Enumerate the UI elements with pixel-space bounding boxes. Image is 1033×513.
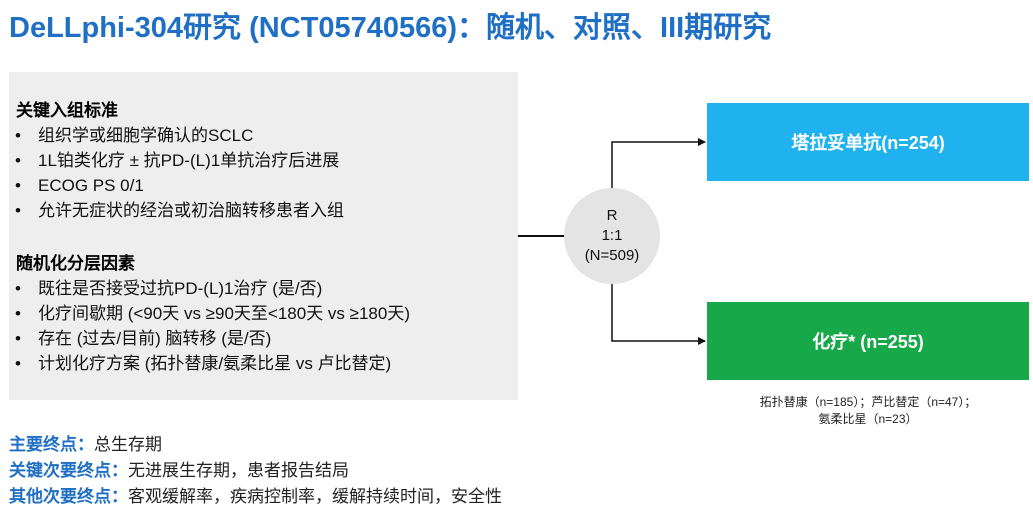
chemo-note: 拓扑替康（n=185）；芦比替定（n=47）； 氨柔比星（n=23）	[707, 394, 1029, 428]
endpoint-label: 主要终点：	[9, 435, 94, 454]
stratification-title: 随机化分层因素	[16, 254, 135, 273]
list-item: •既往是否接受过抗PD-(L)1治疗 (是/否)	[9, 276, 410, 301]
arm-chemotherapy: 化疗* (n=255)	[707, 302, 1029, 380]
arrow-to-arm2	[611, 282, 706, 345]
inclusion-list: •组织学或细胞学确认的SCLC •1L铂类化疗 ± 抗PD-(L)1单抗治疗后进…	[9, 123, 344, 223]
randomization-circle: R 1:1 (N=509)	[564, 188, 660, 284]
criteria-box: 关键入组标准 •组织学或细胞学确认的SCLC •1L铂类化疗 ± 抗PD-(L)…	[9, 72, 518, 400]
list-item: •存在 (过去/目前) 脑转移 (是/否)	[9, 326, 410, 351]
list-item: •1L铂类化疗 ± 抗PD-(L)1单抗治疗后进展	[9, 148, 344, 173]
bullet: •	[15, 329, 21, 348]
list-item: •ECOG PS 0/1	[9, 173, 344, 198]
endpoint-label: 关键次要终点：	[9, 461, 128, 480]
bullet: •	[15, 304, 21, 323]
endpoint-value: 客观缓解率，疾病控制率，缓解持续时间，安全性	[128, 487, 502, 506]
list-item: •化疗间歇期 (<90天 vs ≥90天至<180天 vs ≥180天)	[9, 301, 410, 326]
bullet: •	[15, 354, 21, 373]
list-item: •允许无症状的经治或初治脑转移患者入组	[9, 198, 344, 223]
chemo-note-line1: 拓扑替康（n=185）；芦比替定（n=47）；	[759, 395, 977, 409]
chemo-note-line2: 氨柔比星（n=23）	[818, 412, 918, 426]
randomization-r: R	[606, 207, 618, 224]
key-secondary-endpoint: 关键次要终点：无进展生存期，患者报告结局	[9, 456, 349, 481]
endpoint-value: 无进展生存期，患者报告结局	[128, 461, 349, 480]
primary-endpoint: 主要终点：总生存期	[9, 430, 162, 455]
list-item: •组织学或细胞学确认的SCLC	[9, 123, 344, 148]
inclusion-title: 关键入组标准	[16, 101, 118, 120]
randomization-n: (N=509)	[584, 247, 640, 264]
list-item: •计划化疗方案 (拓扑替康/氨柔比星 vs 卢比替定)	[9, 351, 410, 376]
stratification-list: •既往是否接受过抗PD-(L)1治疗 (是/否) •化疗间歇期 (<90天 vs…	[9, 276, 410, 376]
arm-tarlatamab: 塔拉妥单抗(n=254)	[707, 103, 1029, 181]
endpoint-value: 总生存期	[94, 435, 162, 454]
bullet: •	[15, 176, 21, 195]
bullet: •	[15, 279, 21, 298]
page-title: DeLLphi-304研究 (NCT05740566)：随机、对照、III期研究	[9, 12, 772, 44]
endpoint-label: 其他次要终点：	[9, 487, 128, 506]
bullet: •	[15, 151, 21, 170]
bullet: •	[15, 201, 21, 220]
bullet: •	[15, 126, 21, 145]
other-secondary-endpoint: 其他次要终点：客观缓解率，疾病控制率，缓解持续时间，安全性	[9, 482, 502, 507]
arrow-to-arm1	[611, 138, 706, 190]
randomization-ratio: 1:1	[601, 227, 623, 244]
